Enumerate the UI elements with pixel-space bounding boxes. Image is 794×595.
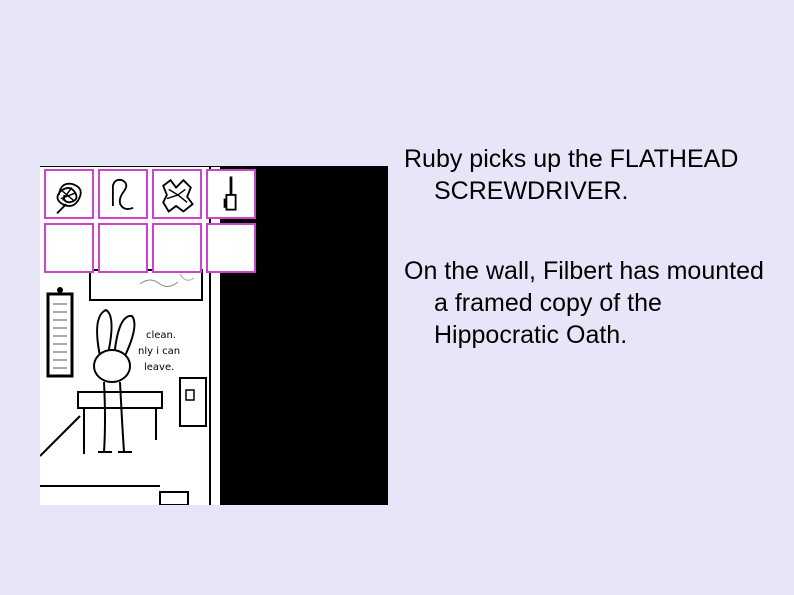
inventory-slot-8[interactable] [206,223,256,273]
inventory-slot-7[interactable] [152,223,202,273]
inventory-slot-6[interactable] [98,223,148,273]
crumpled-paper-icon [162,178,194,213]
flathead-screwdriver-icon [223,176,237,211]
ruby-character[interactable] [93,308,136,453]
wall-note-line: leave. [144,362,174,373]
narration-line: Ruby picks up the FLATHEAD SCREWDRIVER. [404,145,739,205]
narration-panel: Ruby picks up the FLATHEAD SCREWDRIVER. … [404,143,784,399]
wall-note-line: clean. [146,330,176,341]
inventory-slot-4[interactable] [206,169,256,219]
game-scene[interactable]: clean. nly i can leave. [40,166,388,505]
room-drawing: clean. nly i can leave. [40,166,220,505]
wall-note-line: nly i can [138,346,180,357]
scribble-ball-icon [56,182,82,214]
inventory-slot-3[interactable] [152,169,202,219]
rope-coil-icon [111,178,134,210]
narration-line: On the wall, Filbert has mounted a frame… [404,257,764,349]
wall-device[interactable] [179,377,207,427]
wall-note: clean. nly i can leave. [138,330,180,373]
inventory-slot-2[interactable] [98,169,148,219]
inventory-slot-1[interactable] [44,169,94,219]
inventory-slot-5[interactable] [44,223,94,273]
inventory-panel [44,169,260,277]
framed-oath[interactable] [46,287,74,378]
